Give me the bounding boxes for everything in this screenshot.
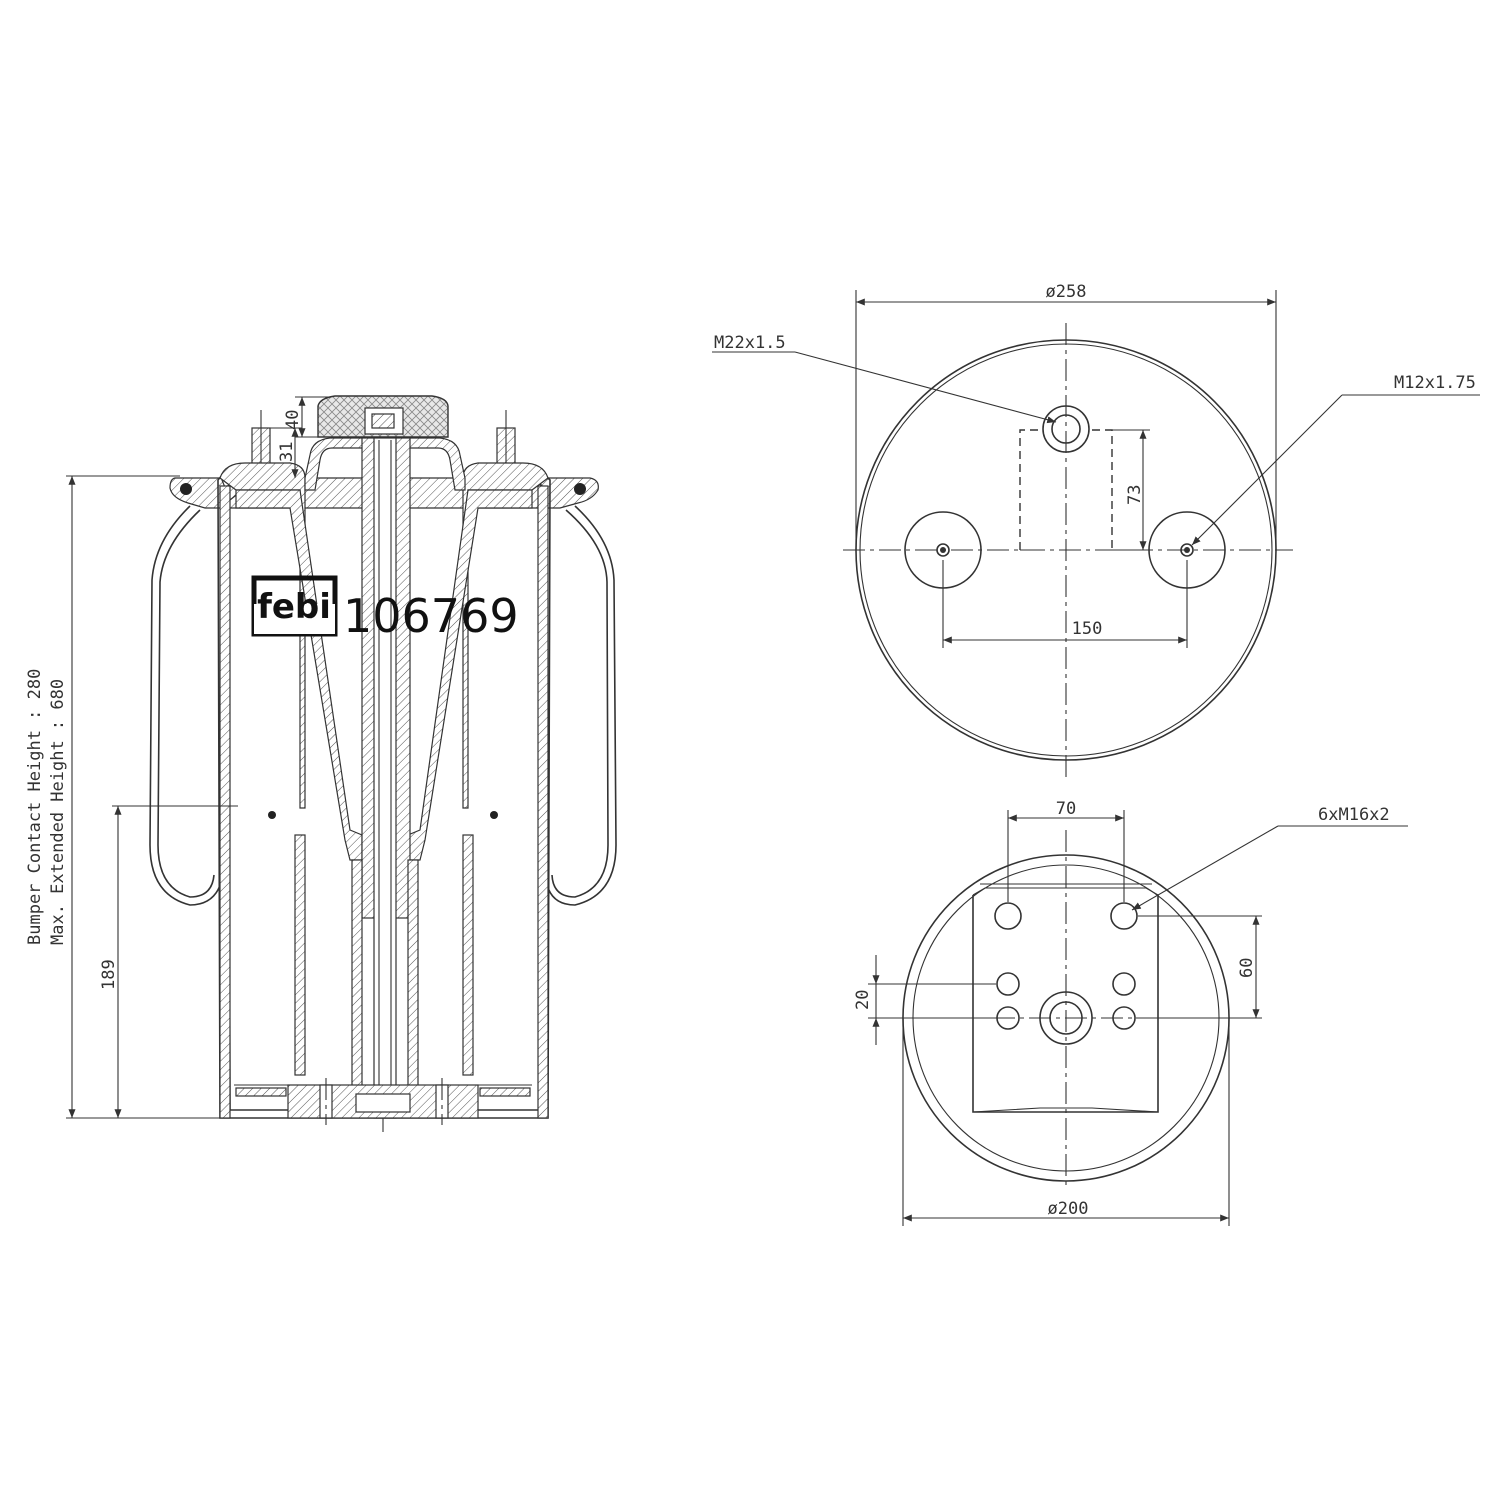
thread-side-label: M12x1.75	[1394, 373, 1476, 393]
brand-logo: febi	[251, 575, 338, 637]
pattern-height-dimension: 60	[1136, 915, 1262, 1019]
mounting-holes	[994, 902, 1138, 1030]
overall-height-dimension	[66, 475, 220, 1119]
dim-bumper-label: 40	[283, 410, 303, 430]
dim-piston-label: 189	[99, 959, 119, 990]
thread-side-callout: M12x1.75	[1191, 373, 1480, 546]
dim-bottom-diameter-label: ø200	[1048, 1199, 1089, 1219]
piston-height-dimension: 189	[99, 805, 238, 1118]
bumper-height-dimension: 40	[283, 396, 330, 438]
dim-offset-label: 73	[1125, 485, 1145, 505]
bottom-diameter-dimension: ø200	[902, 1018, 1230, 1226]
dim-pattern-width-label: 70	[1056, 799, 1076, 819]
spacing-dimension: 150	[942, 560, 1188, 648]
stud-height-dimension: 31	[270, 427, 302, 478]
thread-holes-label: 6xM16x2	[1318, 805, 1390, 825]
bottom-view: 70 6xM16x2 60 20 ø200	[853, 799, 1408, 1226]
top-view: ø258 M22x1.5 M12x1.75 73 150	[712, 282, 1480, 780]
thread-center-callout: M22x1.5	[712, 333, 1057, 424]
dim-hole-pitch-label: 20	[853, 990, 873, 1010]
part-number: 106769	[343, 589, 519, 643]
thread-center-label: M22x1.5	[714, 333, 786, 353]
dim-stud-label: 31	[277, 442, 297, 462]
hole-pitch-dimension: 20	[853, 955, 996, 1045]
dim-pattern-height-label: 60	[1237, 958, 1257, 978]
brand-logo-text: febi	[257, 587, 331, 627]
bumper-contact-height-label: Bumper Contact Height : 280	[25, 669, 45, 945]
side-view: febi 106769 Bumper Contact Height : 280 …	[25, 395, 617, 1135]
dim-top-diameter-label: ø258	[1046, 282, 1087, 302]
offset-dimension: 73	[1112, 429, 1150, 550]
pattern-width-dimension: 70	[1007, 799, 1125, 902]
thread-holes-callout: 6xM16x2	[1131, 805, 1408, 911]
dim-spacing-label: 150	[1072, 619, 1103, 639]
max-extended-height-label: Max. Extended Height : 680	[48, 679, 68, 945]
top-diameter-dimension: ø258	[855, 282, 1277, 550]
